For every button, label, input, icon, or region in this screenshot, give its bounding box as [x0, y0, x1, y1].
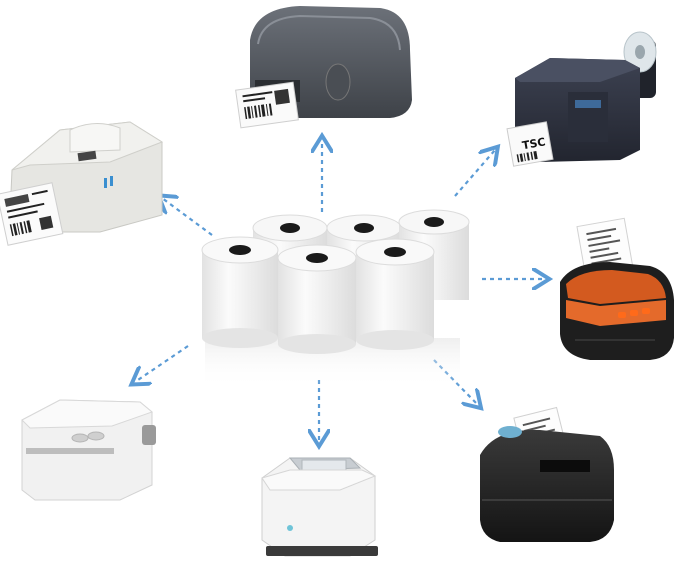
- arrow-to-left-printer: [162, 198, 213, 236]
- paper-roll: [201, 236, 279, 348]
- paper-roll: [355, 238, 435, 350]
- white-compact-printer: [261, 457, 378, 557]
- beige-shipping-label-printer: [0, 121, 164, 246]
- label-sheet: [235, 81, 299, 129]
- arrow-to-bottom-left-printer: [135, 345, 189, 382]
- tsc-label-printer: TSC: [506, 31, 657, 167]
- grey-label-printer: [235, 6, 412, 129]
- black-receipt-printer: [480, 406, 614, 542]
- tsc-logo: TSC: [521, 135, 546, 152]
- arrow-to-top-right-printer: [454, 150, 495, 197]
- white-desktop-label-printer: [21, 399, 156, 501]
- label-sheet: TSC: [506, 121, 554, 167]
- portable-receipt-printer: [560, 217, 674, 360]
- paper-rolls: [201, 209, 470, 388]
- label-sheet: [0, 182, 64, 246]
- paper-roll: [277, 244, 357, 354]
